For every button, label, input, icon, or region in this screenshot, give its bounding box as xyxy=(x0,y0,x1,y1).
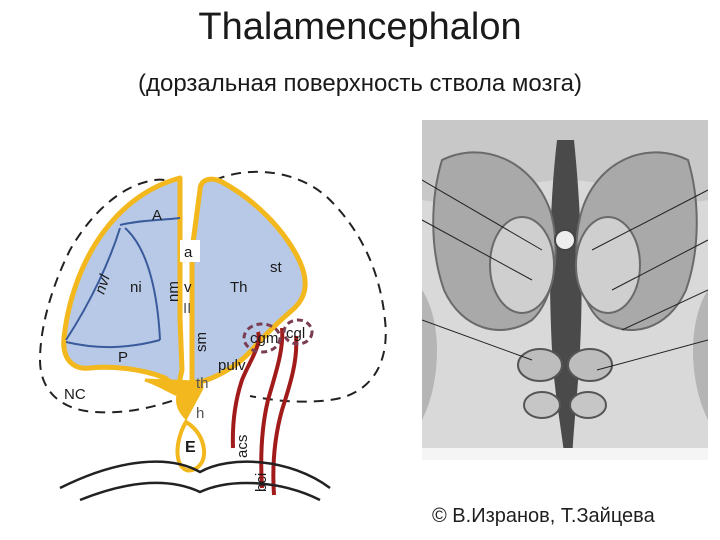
label-acs: acs xyxy=(234,435,251,458)
label-ni: ni xyxy=(130,279,142,296)
label-cgm: cgm xyxy=(250,330,278,347)
brachium-inferior-1 xyxy=(259,327,285,489)
medial-geniculate-body xyxy=(242,322,282,354)
lateral-line xyxy=(65,227,121,341)
habenular-stalk xyxy=(144,378,204,421)
posterior-line xyxy=(65,339,161,349)
label-nm: nm xyxy=(165,281,182,302)
internal-lamina-line xyxy=(124,227,161,341)
right-thalamus xyxy=(189,176,308,385)
lateral-geniculate-body xyxy=(282,318,314,346)
right-dashed-outline xyxy=(214,170,387,403)
brachium-inferior-2 xyxy=(271,335,299,496)
tectum-arc-outer xyxy=(59,460,331,490)
label-ii: II xyxy=(183,300,191,317)
anterior-nucleus-boundary xyxy=(119,217,181,226)
left-dashed-outline xyxy=(38,178,179,414)
label-cgl: cgl xyxy=(286,325,305,342)
label-nvl: nvl xyxy=(92,272,114,296)
label-NC: NC xyxy=(64,386,86,403)
anatomical-photo-icon xyxy=(422,120,708,460)
label-Th: Th xyxy=(230,279,248,296)
label-a: a xyxy=(184,244,193,261)
pineal-body xyxy=(175,419,207,473)
label-h: h xyxy=(196,405,204,422)
label-box-a xyxy=(180,240,200,262)
label-st: st xyxy=(270,259,283,276)
label-bci: bci xyxy=(253,473,270,492)
label-pulv: pulv xyxy=(218,357,246,374)
label-A: A xyxy=(152,207,162,224)
label-E: E xyxy=(185,439,196,456)
label-th-lower: th xyxy=(196,375,209,392)
label-sm: sm xyxy=(193,332,210,352)
label-P: P xyxy=(118,349,128,366)
label-v: v xyxy=(184,279,192,296)
brachium-superior xyxy=(230,331,261,449)
tectum-arc-inner xyxy=(79,481,321,502)
page-title: Thalamencephalon xyxy=(198,6,522,48)
copyright-text: © В.Изранов, Т.Зайцева xyxy=(432,505,655,527)
left-thalamus xyxy=(61,175,185,391)
page-subtitle: (дорзальная поверхность ствола мозга) xyxy=(137,70,583,97)
